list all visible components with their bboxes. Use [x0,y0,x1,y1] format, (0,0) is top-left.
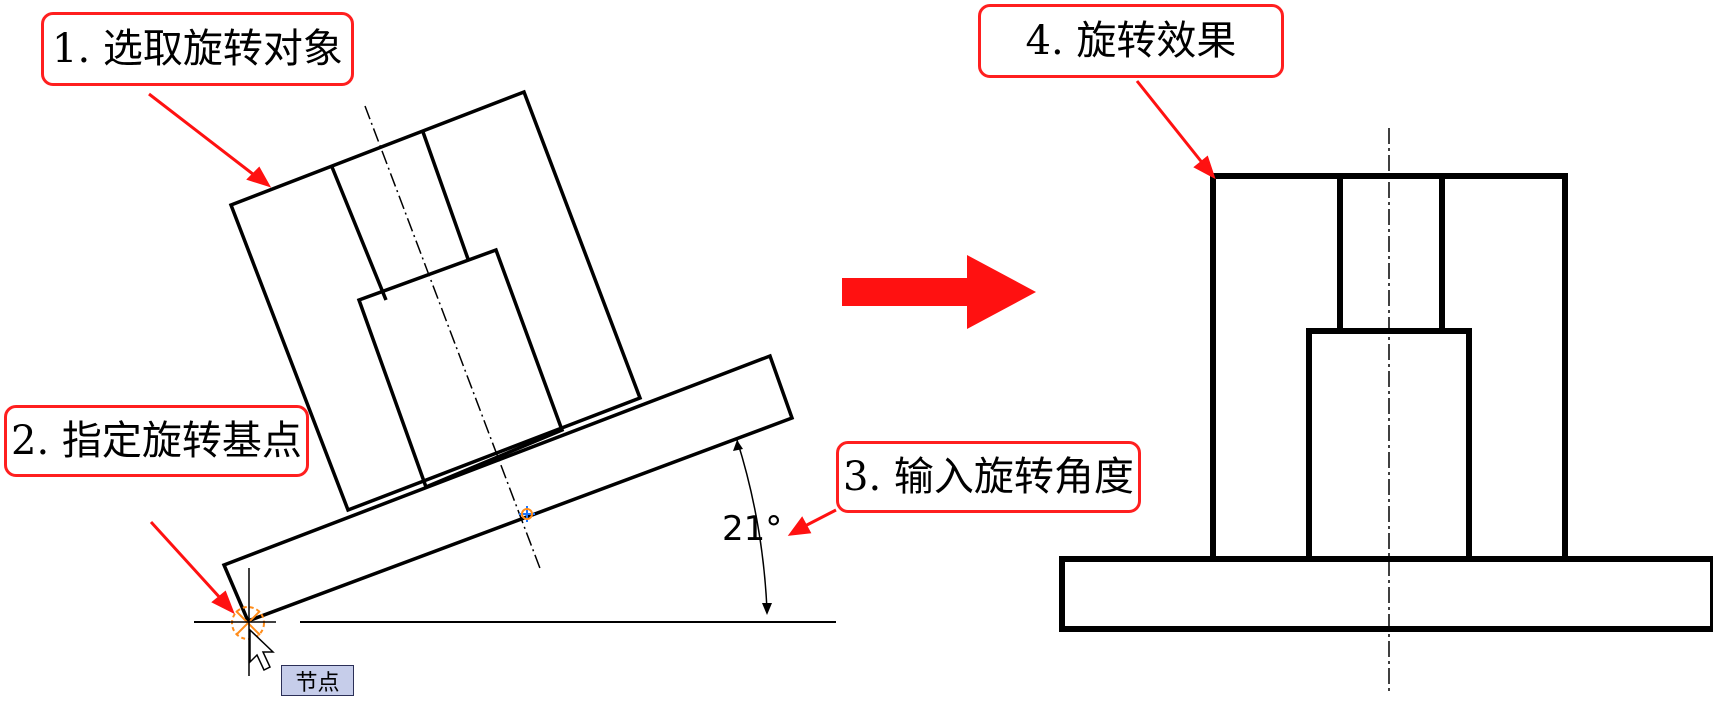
result-arrow-icon [842,255,1036,329]
rotated-step-outline [356,247,565,490]
leader-step4-arrowhead [1193,155,1216,180]
result-base-plate [1059,556,1713,632]
rotated-object [221,89,795,624]
mouse-pointer-icon [249,628,275,672]
callout-leaders [148,80,1216,615]
angle-dimension-arc [736,439,768,611]
rotated-inner-left-line [330,166,388,301]
angle-arrowhead-top [733,440,743,451]
leader-step2-arrowhead [211,590,235,615]
rotated-inner-right-line [421,131,470,260]
leader-step1 [148,92,259,180]
midpoint-marker [519,506,535,522]
leader-step1-arrowhead [246,166,272,188]
leader-step4 [1135,80,1206,166]
leader-step2 [149,520,224,602]
crosshair-cursor-icon [230,568,276,676]
rotated-body-outline [228,89,643,513]
callout-select-object: 1. 选取旋转对象 [41,12,354,86]
result-object [1059,173,1713,632]
callout-rotation-result: 4. 旋转效果 [978,4,1284,78]
rotated-base-plate [221,353,795,624]
snap-tooltip: 节点 [281,665,354,696]
angle-arrowhead-bottom [762,603,772,615]
base-point-snap-icon [231,606,265,640]
callout-enter-angle: 3. 输入旋转角度 [836,441,1141,513]
angle-dimension-label: 21° [722,509,783,549]
rotated-centerline [364,105,542,572]
leader-step3-arrowhead [787,516,812,536]
callout-specify-base-point: 2. 指定旋转基点 [4,405,309,477]
leader-step3 [802,508,837,529]
